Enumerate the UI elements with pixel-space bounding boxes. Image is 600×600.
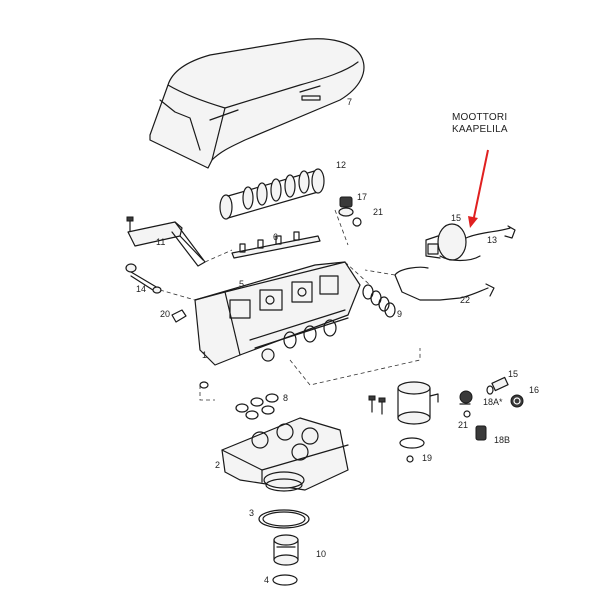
part-17-plug [338,196,354,217]
part-20-clip [171,309,187,323]
label-5: 5 [239,279,244,289]
part-3-oring [258,509,310,529]
part-13-motor [425,223,516,262]
part-12-camshaft [219,168,325,220]
label-12: 12 [336,160,346,170]
label-20: 20 [160,309,170,319]
annotation-line-2: KAAPELILA [452,124,508,135]
part-10-adapter [273,534,299,566]
label-7: 7 [347,97,352,107]
part-8-orings [235,393,279,420]
label-10: 10 [316,549,326,559]
part-22-cable [394,266,495,301]
part-19-cylinder [397,381,439,463]
label-9: 9 [397,309,402,319]
part-small-pin [199,381,209,389]
part-18a-plug [459,390,473,405]
label-17: 17 [357,192,367,202]
part-15-fitting [486,376,509,395]
part-4-oring [272,574,298,586]
annotation-text: MOOTTORI KAAPELILA [452,112,508,135]
leader-lines [159,209,421,401]
part-3-oring-inner [262,511,306,527]
label-8: 8 [283,393,288,403]
screws-pair [368,395,386,415]
label-4: 4 [264,575,269,585]
label-21-bottom: 21 [458,420,468,430]
part-18b-plug [475,425,487,441]
part-labels: 7 12 17 21 11 6 14 5 20 9 1 15 13 22 8 2… [136,97,539,585]
part-11-bracket [127,221,206,267]
label-13: 13 [487,235,497,245]
annotation-line-1: MOOTTORI [452,112,507,123]
part-21-oring-bottom [463,410,471,418]
label-14: 14 [136,284,146,294]
part-7-cover [149,38,365,169]
part-21-oring-top [352,217,362,227]
label-19: 19 [422,453,432,463]
label-15-motor: 15 [451,213,461,223]
label-22: 22 [460,295,470,305]
part-2-base [221,417,349,492]
part-9-orings [362,284,396,318]
label-18b: 18B [494,435,510,445]
part-16-cap [510,394,524,408]
part-5-valve-body [194,261,361,366]
label-2: 2 [215,460,220,470]
part-6-strip [231,231,321,259]
label-21-top: 21 [373,207,383,217]
label-1: 1 [202,350,207,360]
label-6: 6 [273,232,278,242]
label-15: 15 [508,369,518,379]
screw-top-left [126,216,134,233]
label-16: 16 [529,385,539,395]
annotation-arrow [468,149,489,228]
label-11: 11 [156,237,165,247]
label-18a: 18A* [483,397,503,407]
label-3: 3 [249,508,254,518]
